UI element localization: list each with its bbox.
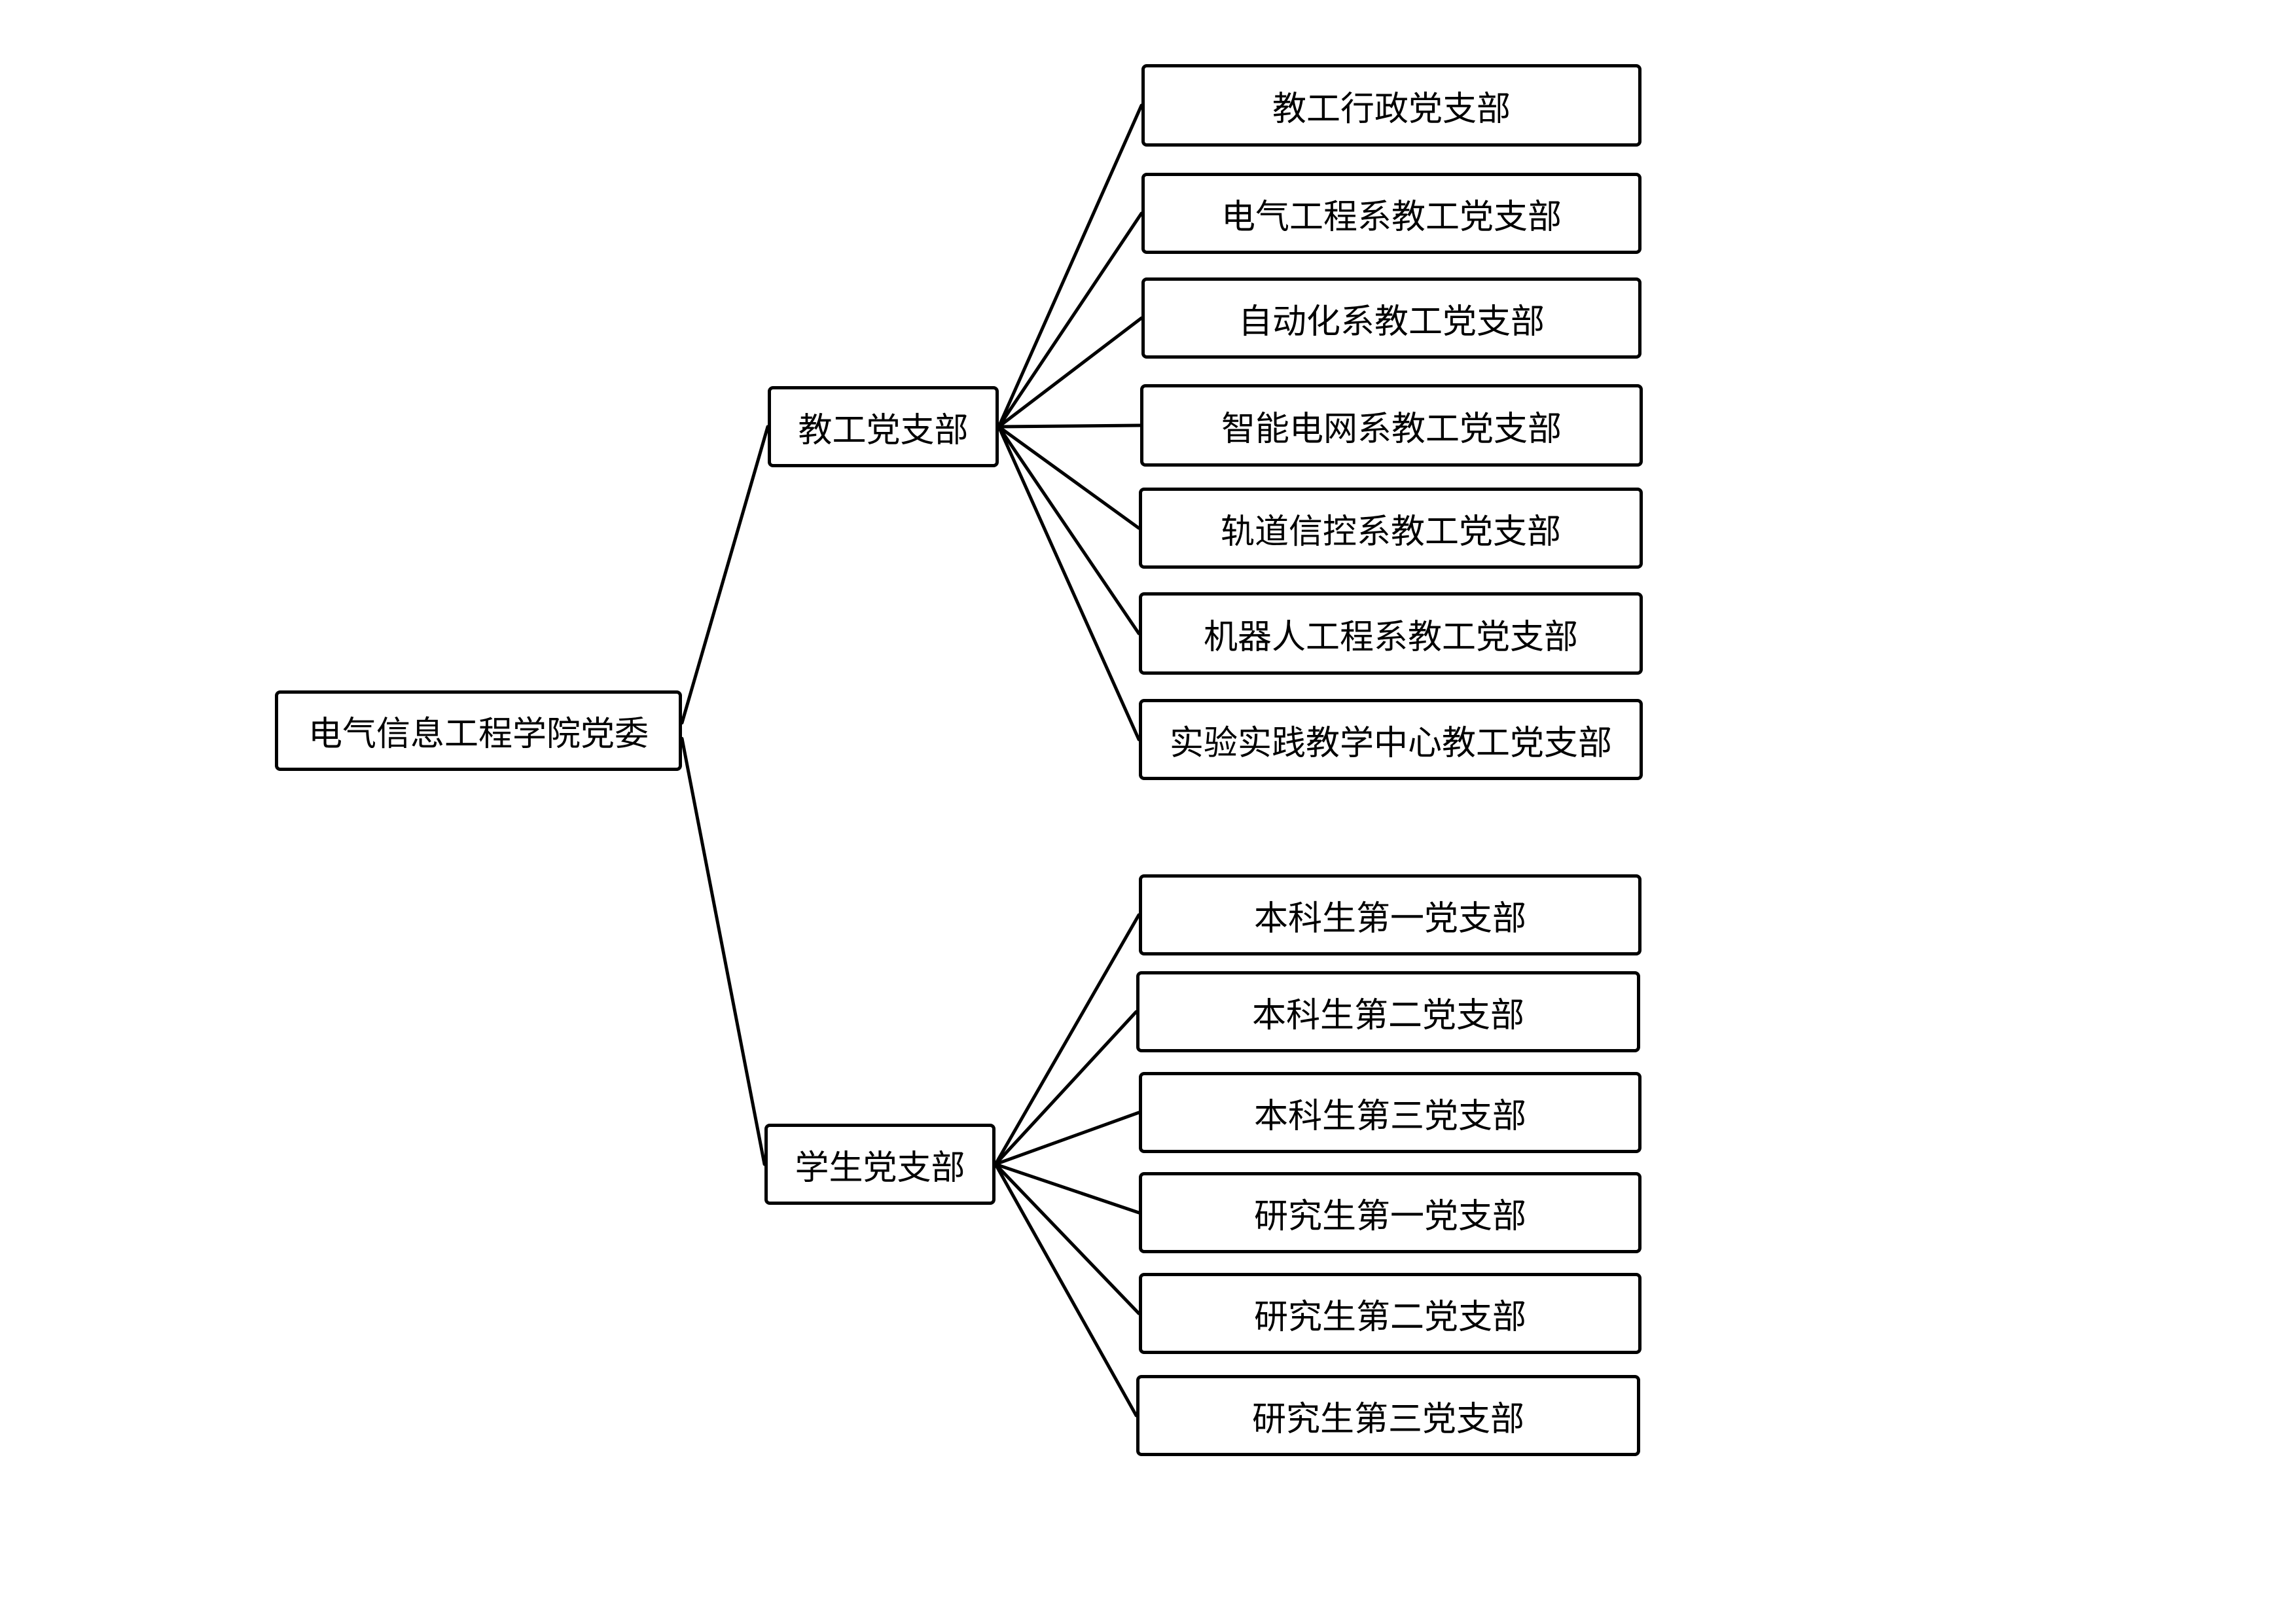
branch-leaf-connector	[994, 1111, 1141, 1166]
branch-leaf-connector	[994, 1162, 1141, 1215]
leaf-node: 研究生第二党支部	[1139, 1273, 1641, 1354]
root-node: 电气信息工程学院党委	[275, 690, 682, 771]
leaf-node: 机器人工程系教工党支部	[1139, 592, 1643, 675]
leaf-node: 研究生第三党支部	[1136, 1375, 1640, 1456]
leaf-node: 本科生第一党支部	[1139, 874, 1641, 955]
branch-leaf-connector	[997, 425, 1141, 530]
leaf-node: 电气工程系教工党支部	[1141, 173, 1641, 254]
branch-leaf-connector	[994, 1162, 1141, 1315]
leaf-node: 教工行政党支部	[1141, 64, 1641, 147]
leaf-label: 教工行政党支部	[1272, 89, 1511, 129]
branch-node-faculty: 教工党支部	[768, 386, 999, 467]
leaf-label: 研究生第一党支部	[1253, 1196, 1526, 1236]
leaf-label: 本科生第三党支部	[1253, 1096, 1526, 1136]
leaf-label: 本科生第二党支部	[1251, 995, 1524, 1035]
leaf-label: 研究生第二党支部	[1253, 1297, 1526, 1337]
branch-leaf-connector	[994, 913, 1141, 1166]
leaf-label: 本科生第一党支部	[1253, 899, 1526, 938]
leaf-label: 自动化系教工党支部	[1238, 302, 1545, 342]
leaf-label: 电气工程系教工党支部	[1221, 197, 1562, 237]
branch-node-student: 学生党支部	[764, 1124, 996, 1205]
root-branch-connector	[680, 425, 770, 724]
leaf-node: 本科生第三党支部	[1139, 1072, 1641, 1153]
branch-leaf-connector	[997, 211, 1143, 429]
leaf-label: 研究生第三党支部	[1251, 1399, 1524, 1439]
leaf-node: 轨道信控系教工党支部	[1139, 488, 1643, 569]
leaf-node: 本科生第二党支部	[1136, 971, 1640, 1052]
branch-leaf-connector	[994, 1010, 1138, 1166]
leaf-label: 机器人工程系教工党支部	[1203, 617, 1578, 657]
branch-leaf-connector	[997, 103, 1143, 429]
leaf-node: 实验实践教学中心教工党支部	[1139, 699, 1643, 780]
root-label: 电气信息工程学院党委	[308, 715, 649, 754]
branch-leaf-connector	[994, 1162, 1138, 1418]
root-branch-connector	[680, 737, 766, 1166]
branch-leaf-connector	[997, 316, 1143, 429]
leaf-label: 实验实践教学中心教工党支部	[1169, 723, 1612, 763]
branch-label: 学生党支部	[795, 1148, 965, 1188]
leaf-node: 自动化系教工党支部	[1141, 277, 1641, 359]
leaf-node: 研究生第一党支部	[1139, 1172, 1641, 1253]
branch-label: 教工党支部	[798, 410, 969, 450]
leaf-label: 轨道信控系教工党支部	[1220, 512, 1561, 552]
branch-leaf-connector	[997, 425, 1141, 635]
branch-leaf-connector	[997, 423, 1142, 429]
leaf-label: 智能电网系教工党支部	[1221, 409, 1562, 449]
branch-leaf-connector	[997, 425, 1141, 741]
leaf-node: 智能电网系教工党支部	[1140, 384, 1643, 467]
